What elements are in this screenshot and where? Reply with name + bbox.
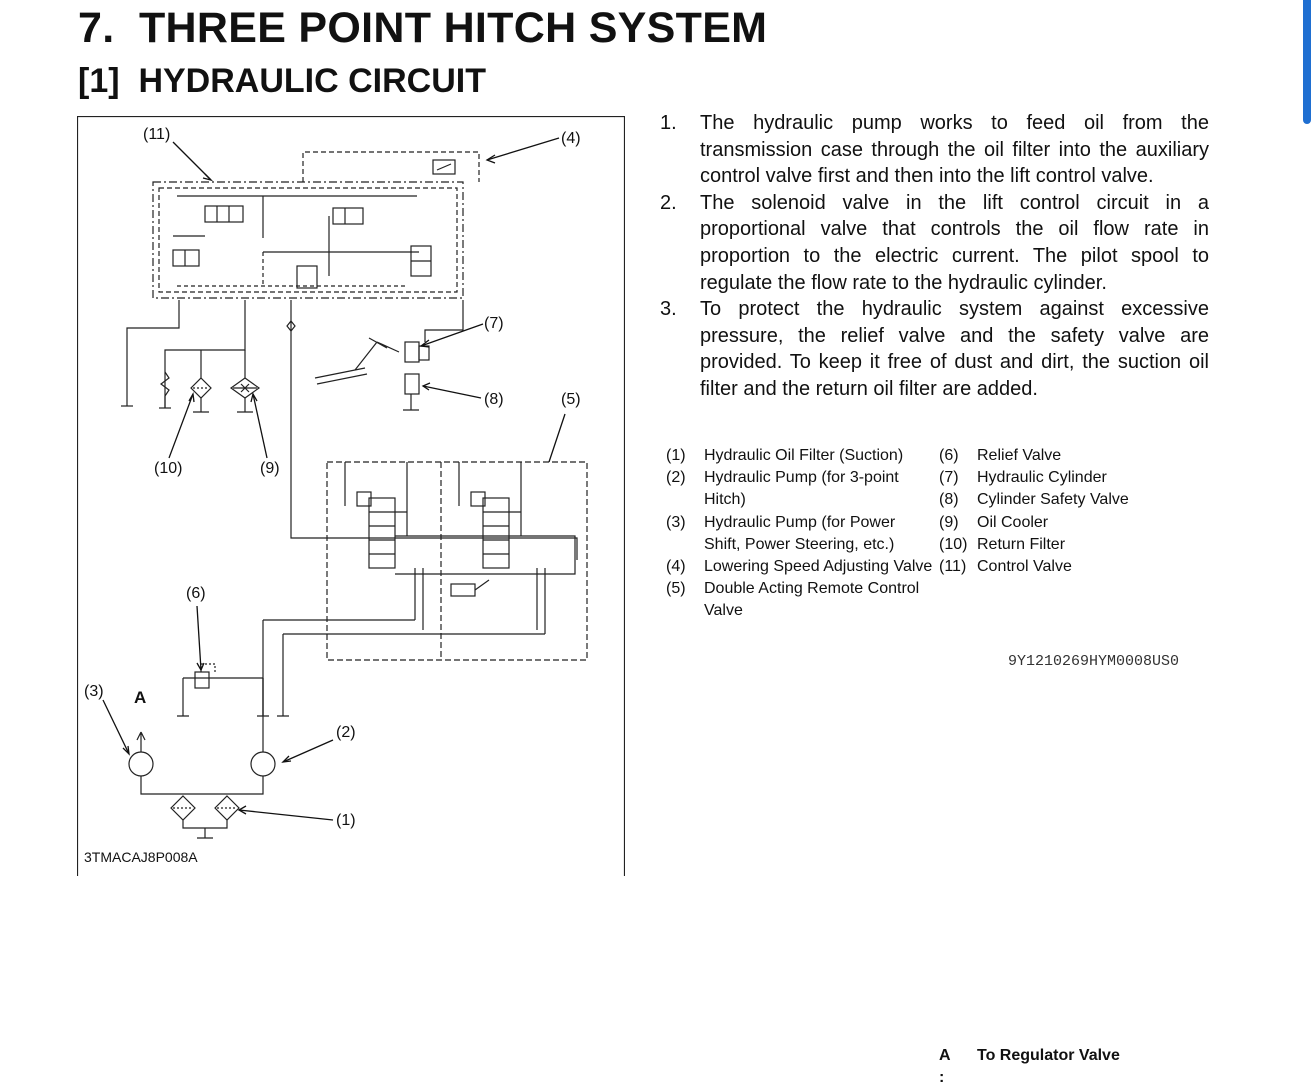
step-item: 2.The solenoid valve in the lift control… <box>660 191 1209 294</box>
legend-a-key: A : <box>939 1047 950 1087</box>
legend-item: (6)Relief Valve <box>939 447 1062 464</box>
legend-right: (6)Relief Valve (7)Hydraulic Cylinder (8… <box>939 445 1169 578</box>
callout-4: (4) <box>561 130 581 147</box>
legend-item: (3)Hydraulic Pump (for Power Shift, Powe… <box>666 513 896 553</box>
description-steps: 1.The hydraulic pump works to feed oil f… <box>660 110 1209 403</box>
legend-item: (7)Hydraulic Cylinder <box>939 469 1107 487</box>
hydraulic-circuit-figure: (11) (4) (7) (8) (5) (10) (9) (6) (3) A … <box>77 116 625 876</box>
legend-item: (9)Oil Cooler <box>939 513 1049 531</box>
subsection-title: [1] HYDRAULIC CIRCUIT <box>78 62 486 100</box>
scrollbar-thumb[interactable] <box>1303 0 1311 124</box>
callout-7: (7) <box>484 315 504 332</box>
callout-1: (1) <box>336 812 356 829</box>
callout-8: (8) <box>484 391 504 408</box>
legend-left: (1)Hydraulic Oil Filter (Suction) (2)Hyd… <box>666 445 936 623</box>
legend-item: (1)Hydraulic Oil Filter (Suction) <box>666 447 904 464</box>
figure-code: 3TMACAJ8P008A <box>84 849 198 865</box>
callout-3: (3) <box>84 683 104 700</box>
marker-a: A <box>134 688 147 707</box>
section-title: 7. THREE POINT HITCH SYSTEM <box>78 4 768 52</box>
callout-11: (11) <box>143 126 171 143</box>
document-id: 9Y1210269HYM0008US0 <box>1008 653 1180 670</box>
legend-a-value: To Regulator Valve <box>977 1047 1120 1064</box>
step-item: 3.To protect the hydraulic system agains… <box>660 298 1209 400</box>
circuit-drawing <box>77 116 625 876</box>
legend-item: (2)Hydraulic Pump (for 3-point Hitch) <box>666 469 899 509</box>
callout-5: (5) <box>561 391 581 408</box>
callout-6: (6) <box>186 585 206 602</box>
legend-item: (5)Double Acting Remote Control Valve <box>666 580 920 620</box>
legend-item: (10)Return Filter <box>939 535 1066 553</box>
legend-item: (4)Lowering Speed Adjusting Valve <box>666 558 933 576</box>
legend-item: (8)Cylinder Safety Valve <box>939 491 1129 509</box>
callout-9: (9) <box>260 460 280 477</box>
legend-item: (11)Control Valve <box>939 558 1072 576</box>
callout-10: (10) <box>154 460 183 477</box>
callout-2: (2) <box>336 724 356 741</box>
step-item: 1.The hydraulic pump works to feed oil f… <box>660 112 1209 188</box>
